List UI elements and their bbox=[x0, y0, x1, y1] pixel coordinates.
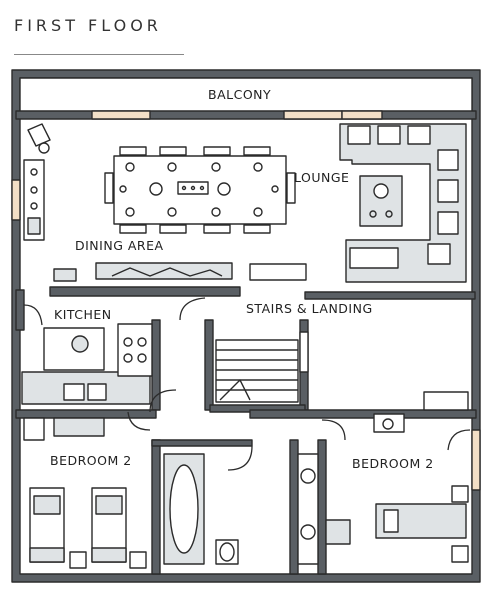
lounge-sofa bbox=[339, 123, 467, 283]
corner-chair bbox=[27, 123, 51, 147]
side-table bbox=[38, 142, 50, 154]
bedroom-left-furniture bbox=[23, 417, 147, 569]
room-label-lounge: LOUNGE bbox=[294, 170, 350, 185]
landing-console bbox=[423, 391, 469, 411]
dining-table-group bbox=[104, 146, 296, 234]
sideboard bbox=[23, 159, 45, 241]
ensuite-fixtures bbox=[297, 453, 351, 565]
window-right bbox=[471, 429, 481, 491]
window-left bbox=[11, 179, 21, 221]
room-label-kitchen: KITCHEN bbox=[54, 307, 112, 322]
coffee-table bbox=[359, 175, 403, 227]
room-label-bedroom-left: BEDROOM 2 bbox=[50, 453, 132, 468]
interior-walls bbox=[15, 286, 477, 575]
balcony bbox=[15, 77, 477, 120]
staircase bbox=[215, 331, 309, 403]
room-label-dining: DINING AREA bbox=[75, 238, 164, 253]
bathroom-fixtures bbox=[163, 453, 239, 565]
room-label-balcony: BALCONY bbox=[208, 87, 272, 102]
fireplace bbox=[53, 262, 307, 282]
room-label-bedroom-right: BEDROOM 2 bbox=[352, 456, 434, 471]
door-swings bbox=[23, 297, 471, 471]
title-underline bbox=[14, 54, 184, 55]
kitchen-units bbox=[21, 323, 153, 405]
room-label-stairs: STAIRS & LANDING bbox=[246, 301, 373, 316]
bedroom-right-furniture bbox=[373, 413, 469, 563]
plan-title: FIRST FLOOR bbox=[14, 16, 162, 35]
